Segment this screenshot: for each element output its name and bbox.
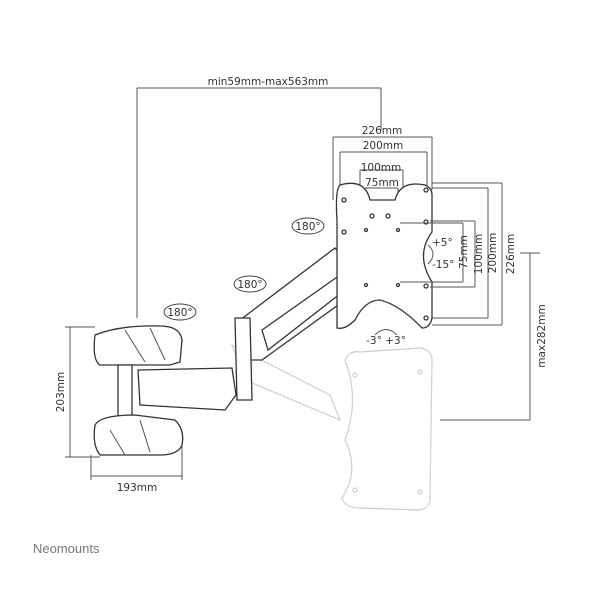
clamp-dims: 203mm 193mm	[55, 326, 183, 494]
rotation-badge-2: 180°	[233, 275, 267, 293]
plate-width-label: 226mm	[362, 125, 403, 137]
max-height-dimension: max282mm	[440, 252, 548, 421]
svg-text:180°: 180°	[295, 221, 320, 233]
vesa200-h-label: 200mm	[363, 140, 404, 152]
rotation-badge-1: 180°	[163, 303, 197, 321]
vesa200-v-label: 200mm	[487, 233, 499, 274]
clamp-width-label: 193mm	[117, 482, 158, 494]
arm	[137, 247, 346, 411]
vesa-plate	[335, 182, 433, 329]
vesa75-h-label: 75mm	[365, 177, 399, 189]
rotate-indicator: -3° +3°	[366, 329, 406, 347]
vesa75-v-label: 75mm	[458, 235, 470, 269]
reach-label: min59mm-max563mm	[208, 76, 329, 88]
desk-clamp	[93, 325, 184, 456]
max-height-label: max282mm	[536, 304, 548, 367]
svg-text:180°: 180°	[167, 307, 192, 319]
rotate-label: -3° +3°	[366, 335, 406, 347]
tilt-down-label: -15°	[432, 259, 454, 271]
ghost-position	[230, 343, 433, 511]
plate-vertical-dims: 75mm 100mm 200mm 226mm	[400, 182, 517, 326]
tilt-indicator: +5° -15°	[427, 237, 454, 271]
clamp-height-label: 203mm	[55, 372, 67, 413]
vesa100-h-label: 100mm	[361, 162, 402, 174]
brand-logo: Neomounts	[33, 541, 100, 556]
vesa100-v-label: 100mm	[473, 234, 485, 275]
svg-text:180°: 180°	[237, 279, 262, 291]
plate-height-label: 226mm	[505, 234, 517, 275]
tilt-up-label: +5°	[432, 237, 453, 249]
rotation-badge-3: 180°	[291, 217, 325, 235]
reach-dimension: min59mm-max563mm	[136, 76, 382, 318]
